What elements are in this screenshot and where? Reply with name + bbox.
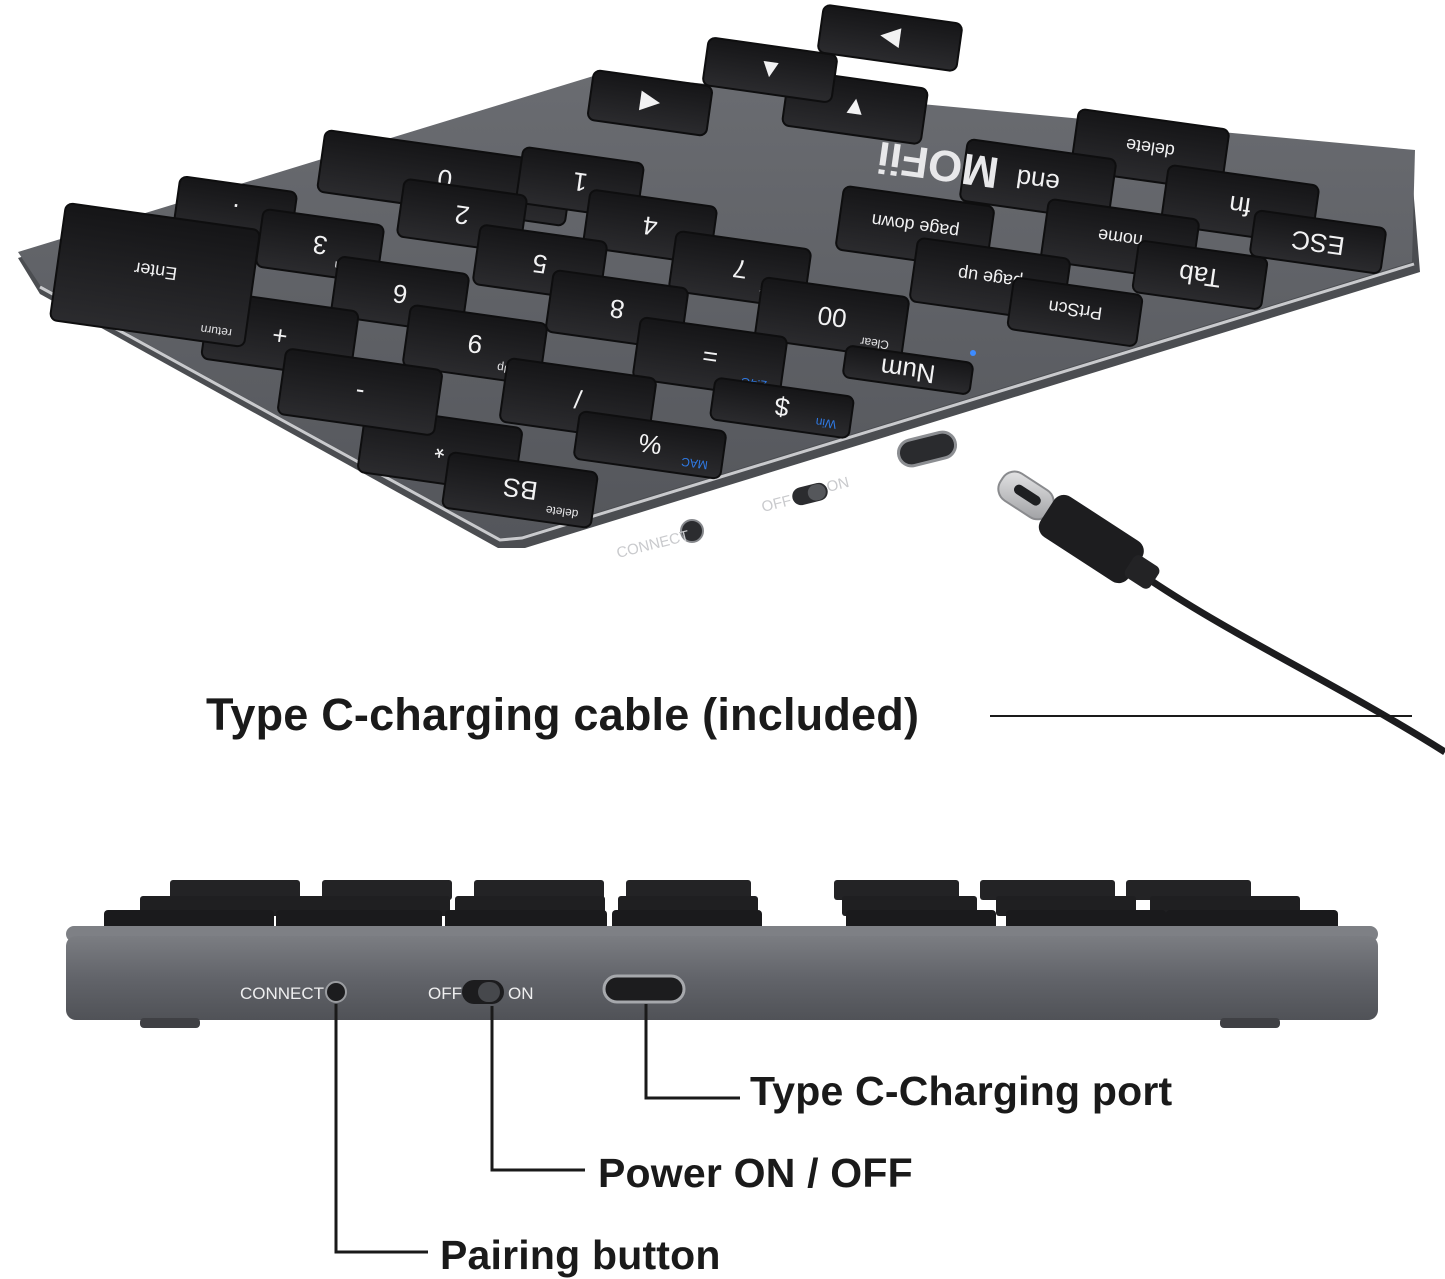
usb-c-cable bbox=[997, 470, 1445, 755]
power-switch-knob bbox=[478, 982, 500, 1002]
num-key-12: =2.4G bbox=[632, 316, 788, 400]
fn-key-7-cap bbox=[1131, 240, 1269, 310]
fn-key-1: end bbox=[959, 138, 1117, 222]
num-key-21: BS delete bbox=[441, 451, 599, 529]
num-key-13-cap bbox=[842, 345, 974, 395]
num-key-11-cap bbox=[754, 276, 910, 360]
num-key-16: % MAC bbox=[573, 410, 727, 480]
pairing-callout-line bbox=[334, 1004, 428, 1254]
fn-key-7: Tab bbox=[1131, 240, 1269, 310]
num-key-15: $ Win bbox=[709, 377, 855, 439]
num-key-8-legend: 7 bbox=[731, 253, 750, 285]
arrow-key-3: ▶ bbox=[817, 4, 963, 72]
arrow-key-2-legend: ▲ bbox=[755, 54, 785, 87]
number-keys-group: 0.1End2▼3PgDn4◀56▶7Home8▲9PgUp00Clear=2.… bbox=[49, 129, 974, 529]
num-key-4-legend: 3 bbox=[311, 229, 330, 261]
pairing-callout-text: Pairing button bbox=[440, 1232, 721, 1278]
num-key-19: - bbox=[277, 348, 443, 436]
num-key-6-legend: 5 bbox=[531, 248, 550, 280]
num-key-10-legend: 9 bbox=[466, 328, 485, 360]
usb-c-port-top-view bbox=[896, 430, 958, 468]
num-key-15-secondary-legend: Win bbox=[815, 415, 837, 432]
usb-c-plug-housing bbox=[1038, 494, 1144, 584]
connect-label: CONNECT bbox=[240, 984, 324, 1003]
num-key-18-legend: + bbox=[270, 320, 289, 352]
pairing-button bbox=[325, 981, 347, 1003]
fn-key-7-legend: Tab bbox=[1177, 258, 1223, 294]
num-key-20-cap bbox=[49, 202, 261, 348]
num-key-11-legend: 00 bbox=[816, 300, 849, 334]
switch-off-label-top: OFF bbox=[760, 492, 793, 516]
switch-off-label: OFF bbox=[428, 984, 462, 1003]
port-callout-text: Type C-Charging port bbox=[750, 1068, 1173, 1114]
fn-key-1-legend: end bbox=[1014, 163, 1061, 199]
num-key-15-legend: $ bbox=[772, 391, 791, 423]
pairing-button-top-view bbox=[680, 519, 704, 543]
arrow-key-0-legend: ◀ bbox=[638, 88, 662, 120]
num-key-9-legend: 8 bbox=[608, 293, 627, 325]
front-chassis bbox=[66, 936, 1378, 1020]
fn-key-6-cap bbox=[1249, 209, 1387, 275]
num-indicator-light bbox=[970, 350, 976, 356]
num-key-1-legend: . bbox=[229, 198, 240, 229]
power-switch-top-view bbox=[792, 482, 828, 506]
connect-label-top: CONNECT bbox=[615, 527, 691, 561]
callout-lines bbox=[334, 1004, 740, 1254]
num-key-16-secondary-legend: MAC bbox=[680, 455, 709, 473]
arrow-key-3-legend: ▶ bbox=[878, 23, 902, 55]
num-key-12-cap bbox=[632, 316, 788, 400]
fn-key-6: ESC bbox=[1249, 209, 1387, 275]
num-key-15-cap bbox=[709, 377, 855, 439]
arrow-key-3-cap bbox=[817, 4, 963, 72]
num-key-2-legend: 1 bbox=[571, 166, 590, 198]
num-key-20-secondary-legend: return bbox=[200, 322, 233, 340]
arrow-key-2-cap bbox=[702, 37, 838, 103]
switch-on-label-top: ON bbox=[825, 474, 851, 496]
arrow-key-0: ◀ bbox=[587, 69, 713, 137]
num-key-16-legend: % bbox=[637, 428, 664, 461]
fn-key-3-legend: fn bbox=[1227, 190, 1253, 223]
fn-key-8-cap bbox=[1006, 277, 1144, 347]
keypad-front-view: CONNECT OFF ON bbox=[66, 880, 1378, 1028]
switch-on-label: ON bbox=[508, 984, 534, 1003]
keypad-top-view: 0.1End2▼3PgDn4◀56▶7Home8▲9PgUp00Clear=2.… bbox=[18, 4, 1420, 562]
num-key-5-legend: 4 bbox=[641, 210, 660, 242]
num-key-19-cap bbox=[277, 348, 443, 436]
front-foot-left bbox=[140, 1018, 200, 1028]
power-callout-text: Power ON / OFF bbox=[598, 1150, 913, 1196]
arrow-key-1-legend: ▼ bbox=[840, 91, 870, 124]
port-callout-line bbox=[644, 1004, 740, 1100]
num-key-21-secondary-legend: delete bbox=[545, 503, 580, 521]
num-key-21-legend: BS bbox=[501, 472, 540, 507]
fn-key-6-legend: ESC bbox=[1289, 224, 1346, 261]
front-keys-back-row bbox=[170, 880, 1251, 900]
fn-key-8: PrtScn bbox=[1006, 277, 1144, 347]
power-callout-line bbox=[490, 1006, 585, 1172]
cable-callout-text: Type C-charging cable (included) bbox=[206, 689, 920, 740]
num-key-13: Num bbox=[842, 345, 974, 395]
num-key-17-legend: * bbox=[433, 433, 447, 464]
num-key-12-legend: = bbox=[701, 341, 720, 373]
num-key-19-legend: - bbox=[353, 378, 366, 409]
num-key-21-cap bbox=[441, 451, 599, 529]
front-foot-right bbox=[1220, 1018, 1280, 1028]
num-key-3-legend: 2 bbox=[453, 199, 472, 231]
arrow-key-0-cap bbox=[587, 69, 713, 137]
usb-c-port bbox=[602, 974, 686, 1004]
arrow-key-2: ▲ bbox=[702, 37, 838, 103]
arrow-keys-group: ◀ ▼ ▲ ▶ bbox=[587, 4, 963, 145]
num-key-16-cap bbox=[573, 410, 727, 480]
fn-key-1-cap bbox=[959, 138, 1117, 222]
num-key-7-legend: 6 bbox=[391, 278, 410, 310]
